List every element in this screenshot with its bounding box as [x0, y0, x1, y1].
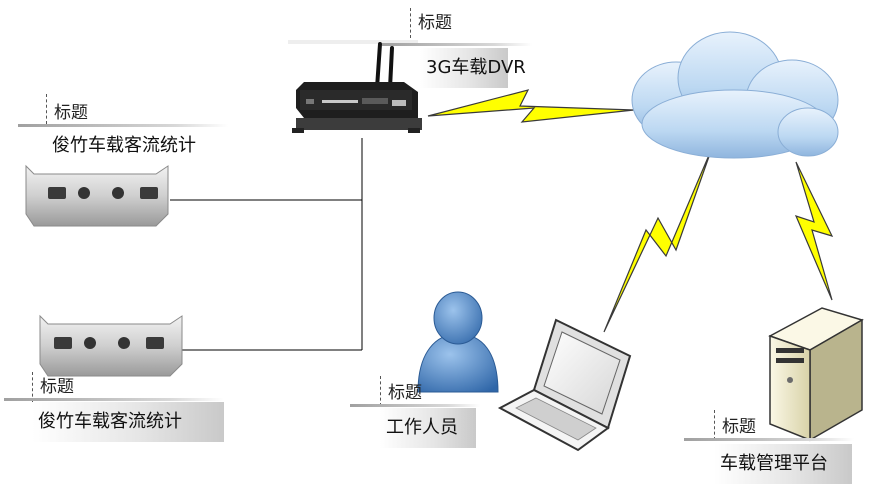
laptop-icon [497, 318, 632, 452]
placeholder-title: 标题 [54, 103, 88, 123]
cloud-icon [631, 31, 839, 159]
placeholder-title: 标题 [418, 13, 452, 33]
node-label-platform: 车载管理平台 [714, 444, 852, 484]
lightning-cloud-server-icon [794, 161, 834, 301]
server-icon [768, 307, 864, 442]
wiring [170, 138, 363, 351]
lightning-dvr-cloud-icon [427, 89, 635, 123]
placeholder-title: 标题 [388, 383, 422, 403]
staff-person-icon [417, 291, 499, 393]
lightning-cloud-laptop-icon [603, 147, 713, 333]
node-label-counter-top: 俊竹车载客流统计 [52, 135, 196, 156]
counter-top-device-icon [25, 164, 169, 227]
counter-bottom-device-icon [39, 314, 183, 377]
placeholder-title: 标题 [40, 377, 74, 397]
dvr-device-icon [288, 40, 422, 133]
placeholder-title: 标题 [722, 417, 756, 437]
node-label-dvr: 3G车载DVR [420, 48, 526, 88]
node-label-counter-bottom: 俊竹车载客流统计 [32, 402, 224, 442]
node-label-staff: 工作人员 [380, 408, 476, 448]
